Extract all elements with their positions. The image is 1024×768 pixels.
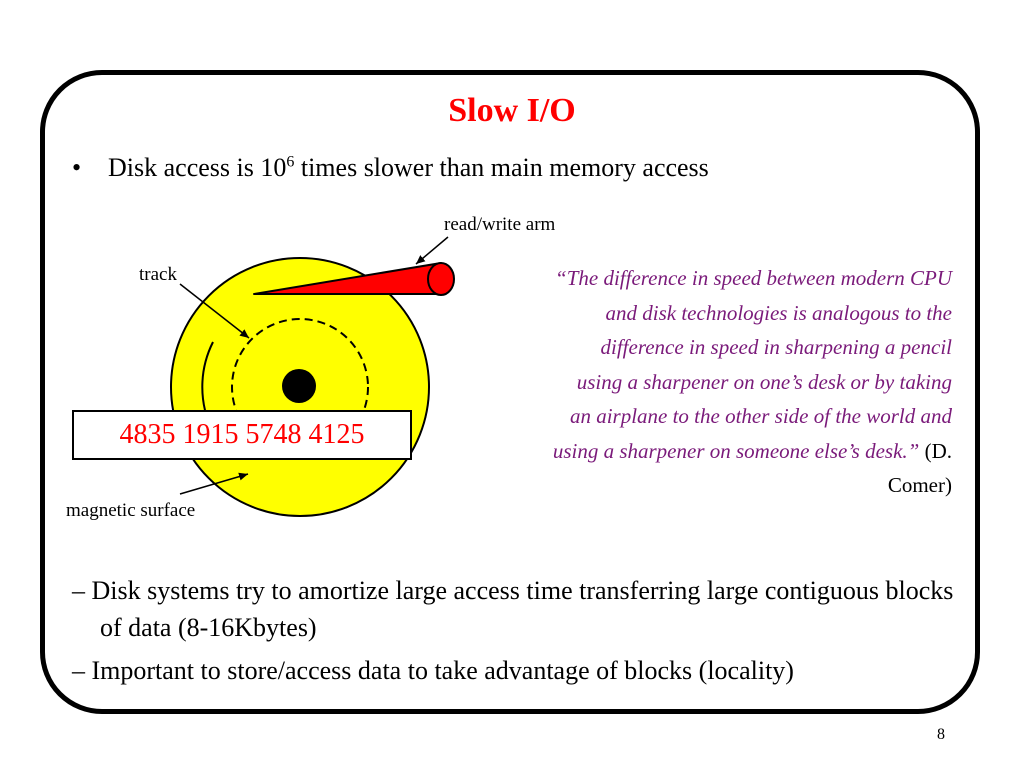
slide-frame [40, 70, 980, 714]
sub-bullet-locality: – Important to store/access data to take… [72, 656, 794, 685]
page-number: 8 [937, 726, 945, 743]
arm-label: read/write arm [444, 214, 556, 235]
arm-pointer [415, 236, 449, 265]
quote-attribution: (D. Comer) [887, 438, 952, 498]
spindle [282, 369, 316, 403]
bullet-text-after: times slower than main memory access [294, 153, 709, 182]
quote-text: “The difference in speed between modern … [552, 266, 952, 463]
bullet-superscript: 6 [286, 153, 295, 171]
bullet-text-before: Disk access is 10 [108, 153, 287, 182]
comer-quote: “The difference in speed between modern … [552, 261, 952, 503]
sub-bullet-amortize: – Disk systems try to amortize large acc… [72, 576, 954, 642]
slide-title: Slow I/O [448, 92, 576, 129]
main-bullet: • Disk access is 106 times slower than ma… [72, 153, 709, 183]
bullet-marker: • [72, 153, 82, 182]
surface-pointer [179, 472, 249, 495]
surface-label: magnetic surface [66, 500, 196, 521]
credit-card-number: 4835 1915 5748 4125 [72, 410, 412, 460]
track-label: track [139, 264, 177, 285]
read-write-head [427, 262, 455, 296]
track-pointer [179, 283, 250, 339]
